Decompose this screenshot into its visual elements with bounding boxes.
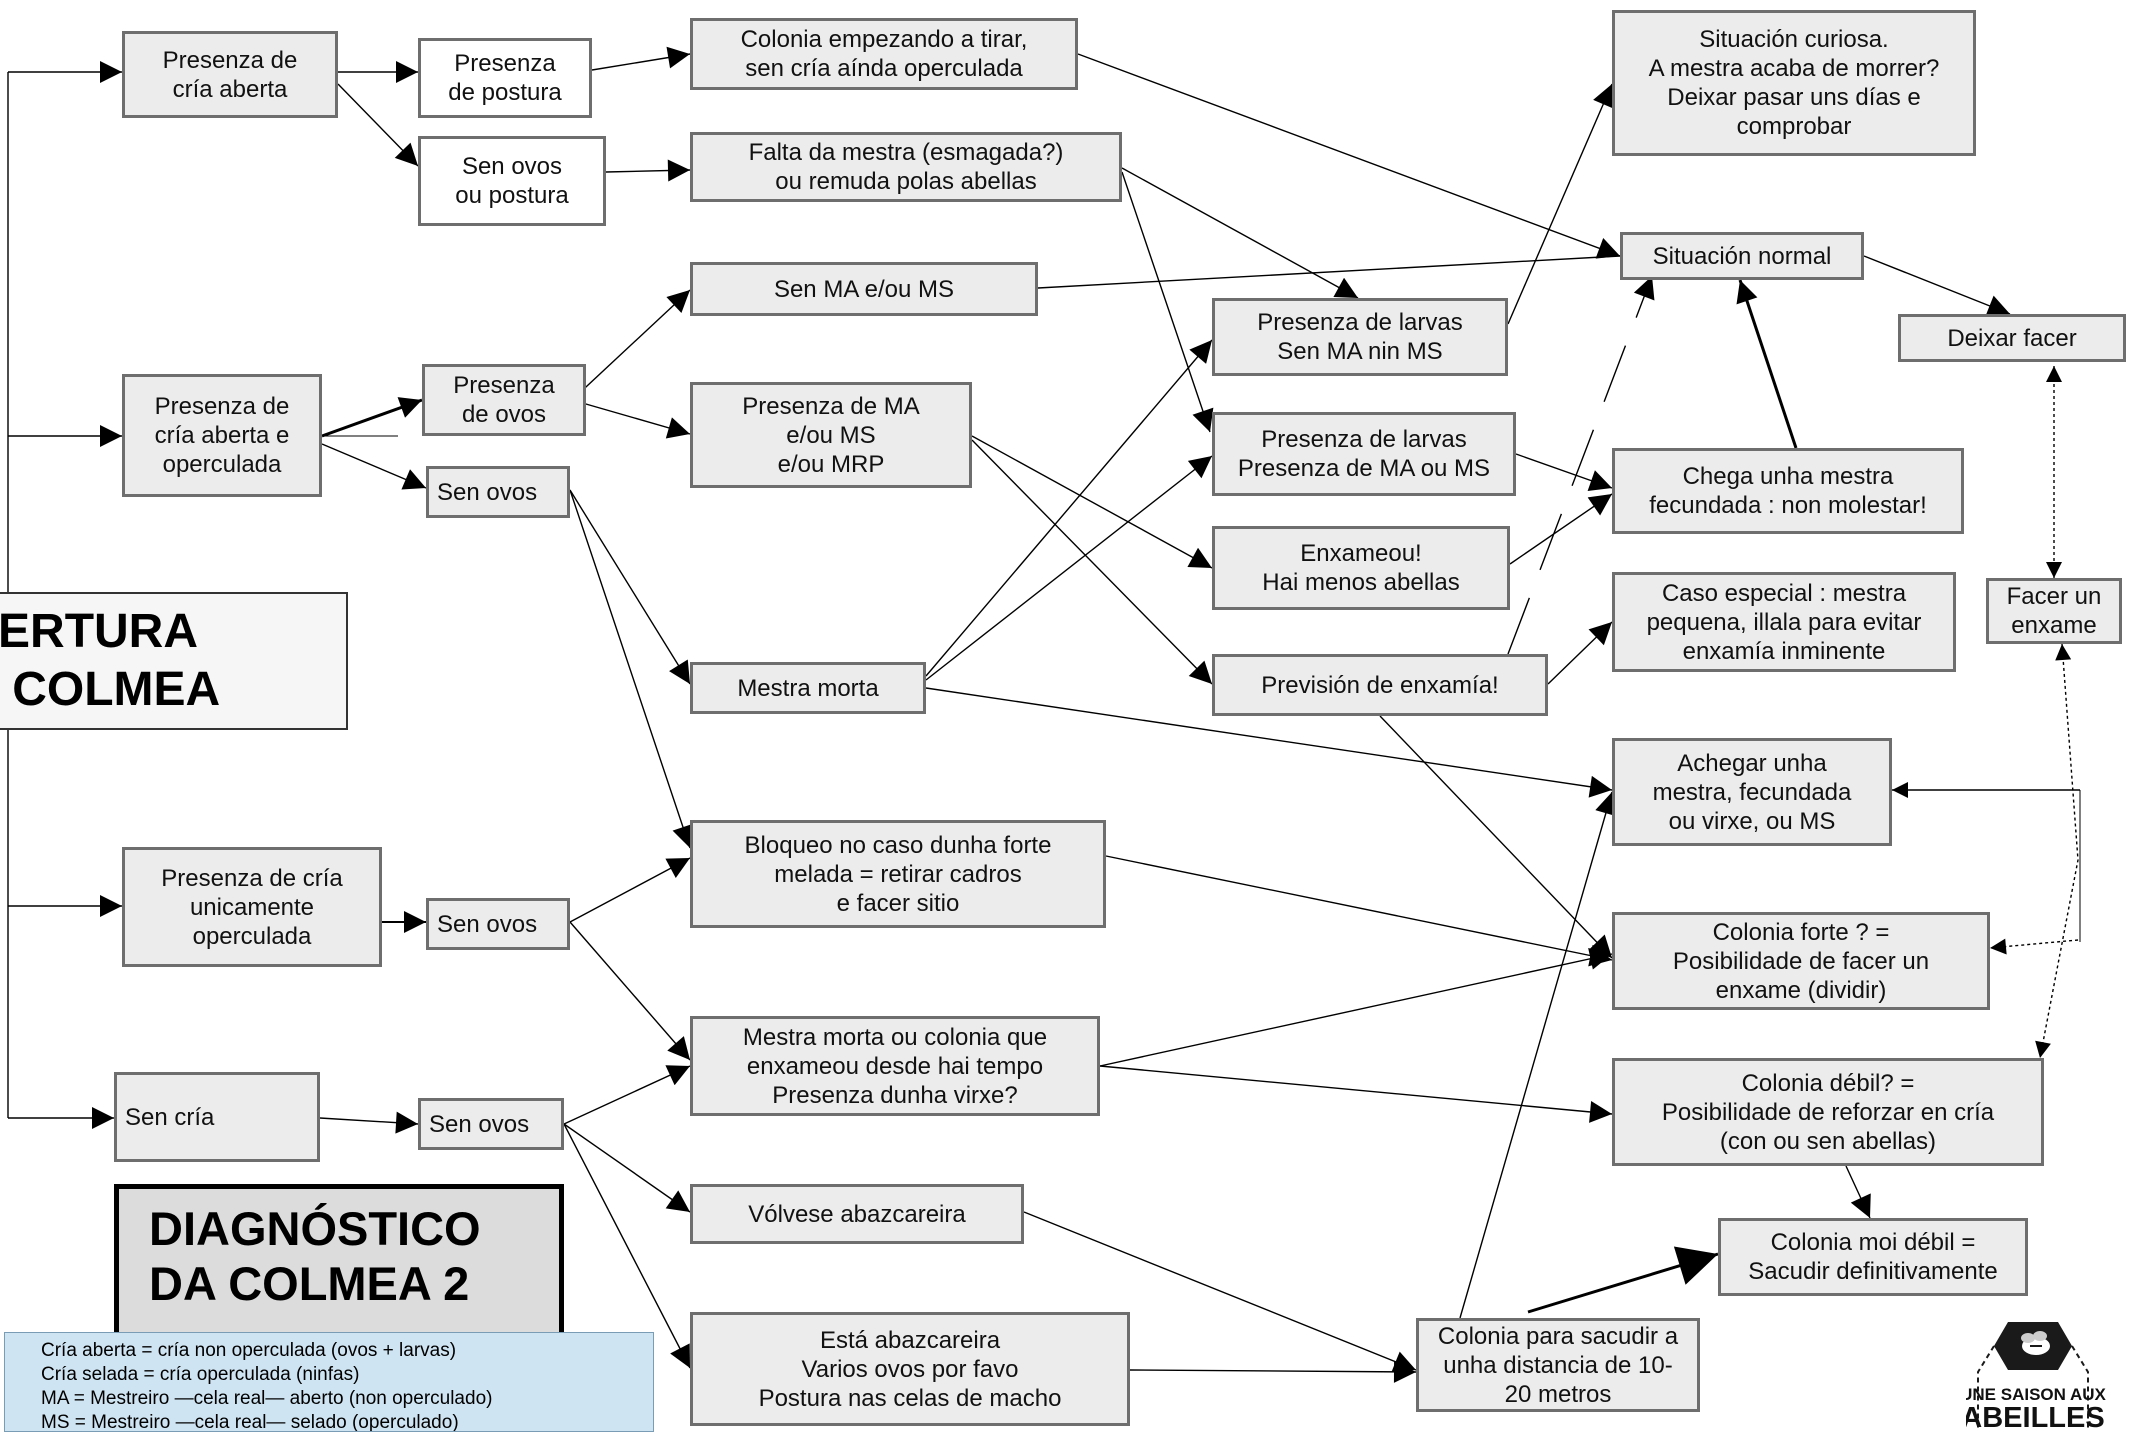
arrow-debil-to-moi-debil: [1845, 1165, 1871, 1219]
node-achegar: Achegar unha mestra, fecundada ou virxe,…: [1612, 738, 1892, 846]
arrow-falta-to-larvas-sen: [1121, 167, 1359, 299]
legend-line: MS = Mestreiro —cela real— selado (operc…: [41, 1412, 459, 1432]
node-cria-aberta: Presenza de cría aberta: [122, 31, 338, 118]
arrow-cao-to-sen-ovos: [321, 443, 427, 490]
node-bloqueo: Bloqueo no caso dunha forte melada = ret…: [690, 820, 1106, 928]
node-prevision: Previsión de enxamía!: [1212, 654, 1548, 716]
node-enxameou: Enxameou! Hai menos abellas: [1212, 526, 1510, 610]
arrow-mestra-morta-to-achegar: [925, 687, 1613, 798]
node-larvas-sen-ma: Presenza de larvas Sen MA nin MS: [1212, 298, 1508, 376]
node-colonia-moi-debil: Colonia moi débil = Sacudir definitivame…: [1718, 1218, 2028, 1296]
arrow-mestra-morta-to-larvas-sen: [925, 339, 1213, 677]
node-sen-ovos-postura: Sen ovos ou postura: [418, 136, 606, 226]
node-colonia-debil: Colonia débil? = Posibilidade de reforza…: [1612, 1058, 2044, 1166]
node-situacion-curiosa: Situación curiosa. A mestra acaba de mor…: [1612, 10, 1976, 156]
node-sacudir: Colonia para sacudir a unha distancia de…: [1416, 1318, 1700, 1412]
arrow-chega-to-normal: [1736, 279, 1798, 449]
arrow-bloqueo-to-forte: [1105, 855, 1613, 967]
node-sen-ovos-a: Sen ovos: [426, 466, 570, 518]
node-deixar-facer: Deixar facer: [1898, 314, 2126, 362]
node-mestra-morta: Mestra morta: [690, 662, 926, 714]
node-esta-abazcareira: Está abazcareira Varios ovos por favo Po…: [690, 1312, 1130, 1426]
arrow-ma-to-prevision: [971, 439, 1213, 685]
arrow-postura-to-colonia-empezando: [591, 46, 691, 71]
arrow-larvas-ma-to-chega: [1515, 453, 1613, 492]
arrow-sen-ovos-a-to-bloqueo: [569, 489, 694, 849]
node-colonia-forte: Colonia forte ? = Posibilidade de facer …: [1612, 912, 1990, 1010]
node-presenza-ma: Presenza de MA e/ou MS e/ou MRP: [690, 382, 972, 488]
arrow-sacudir-to-achegar: [1459, 791, 1617, 1319]
arrow-sacudir-to-moi-debil: [1527, 1246, 1719, 1314]
arrow-sen-ovos-b-to-bloqueo: [569, 857, 691, 923]
arrow-cria-to-sen-ovos-postura: [337, 83, 419, 167]
arrow-sen-ovos-c-to-volvese: [563, 1123, 691, 1213]
arrow-esta-to-sacudir: [1129, 1360, 1417, 1383]
legend-line: Cría selada = cría operculada (ninfas): [41, 1364, 360, 1385]
arrow-volvese-to-sacudir: [1023, 1211, 1417, 1372]
bee-logo: UNE SAISON AUX ABEILLES: [1966, 1322, 2107, 1430]
node-sen-ma-ms: Sen MA e/ou MS: [690, 262, 1038, 316]
title-text: PERTURA A COLMEA: [0, 605, 221, 716]
arrow-ma-to-enxameou: [971, 435, 1213, 569]
dashed-prevision-to-normal: [1507, 275, 1655, 655]
logo-text-line1: UNE SAISON AUX: [1966, 1385, 2107, 1404]
node-situacion-normal: Situación normal: [1620, 232, 1864, 280]
arrow-ovos-to-presenza-ma: [571, 399, 691, 439]
node-colonia-empezando: Colonia empezando a tirar, sen cría aínd…: [690, 18, 1078, 90]
node-sen-cria: Sen cría: [114, 1072, 320, 1162]
node-volvese: Vólvese abazcareira: [690, 1184, 1024, 1244]
legend-line: Cría aberta = cría non operculada (ovos …: [41, 1340, 457, 1361]
node-presenza-postura: Presenza de postura: [418, 38, 592, 118]
node-presenza-ovos: Presenza de ovos: [422, 364, 586, 436]
arrow-sen-ovos-a-to-mestra-morta: [569, 489, 691, 685]
logo-text-line2: ABEILLES: [1966, 1402, 2105, 1430]
node-chega-mestra: Chega unha mestra fecundada : non molest…: [1612, 448, 1964, 534]
arrow-prevision-to-caso: [1547, 621, 1613, 685]
arrow-mmc-to-forte: [1099, 947, 1613, 1067]
node-larvas-ma: Presenza de larvas Presenza de MA ou MS: [1212, 412, 1516, 496]
legend-line: MA = Mestreiro —cela real— aberto (non o…: [41, 1388, 493, 1409]
arrow-enxameou-to-chega: [1509, 493, 1613, 565]
dotted-to-colonia-forte: [1989, 938, 2079, 955]
arrow-sen-ovos-postura-to-falta: [605, 159, 691, 182]
arrow-sen-ovos-b-to-mestra-morta-colonia: [569, 921, 691, 1061]
arrow-larvas-sen-to-curiosa: [1507, 83, 1614, 325]
node-cria-aberta-operculada: Presenza de cría aberta e operculada: [122, 374, 322, 497]
node-sen-ovos-b: Sen ovos: [426, 898, 570, 950]
node-cria-operculada: Presenza de cría unicamente operculada: [122, 847, 382, 967]
arrow-normal-to-deixar: [1863, 255, 2011, 317]
node-sen-ovos-c: Sen ovos: [418, 1098, 564, 1150]
arrow-sen-cria-to-sen-ovos: [319, 1111, 419, 1134]
arrow-ovos-to-sen-ma: [571, 289, 691, 401]
node-falta-mestra: Falta da mestra (esmagada?) ou remuda po…: [690, 132, 1122, 202]
arrow-mestra-morta-to-larvas-ma: [925, 455, 1213, 681]
line-sen-ma-to-normal: [1037, 255, 1621, 289]
arrow-falta-to-larvas-ma: [1121, 171, 1214, 433]
arrow-mmc-to-debil: [1099, 1065, 1613, 1123]
arrow-sen-ovos-c-to-esta: [563, 1123, 691, 1369]
arrow-cao-to-presenza-ovos: [321, 397, 423, 438]
dotted-facer-enxame-down: [2035, 643, 2079, 1059]
arrow-colonia-empezando-to-normal: [1077, 53, 1621, 259]
node-facer-enxame: Facer un enxame: [1986, 578, 2122, 644]
title-box: PERTURA A COLMEA: [0, 592, 348, 730]
node-mestra-morta-colonia: Mestra morta ou colonia que enxameou des…: [690, 1016, 1100, 1116]
arrow-sen-ovos-c-to-mmc: [563, 1065, 691, 1125]
legend: Cría aberta = cría non operculada (ovos …: [4, 1332, 654, 1432]
node-caso-especial: Caso especial : mestra pequena, illala p…: [1612, 572, 1956, 672]
arrow-prevision-to-colonia-forte: [1379, 715, 1613, 959]
